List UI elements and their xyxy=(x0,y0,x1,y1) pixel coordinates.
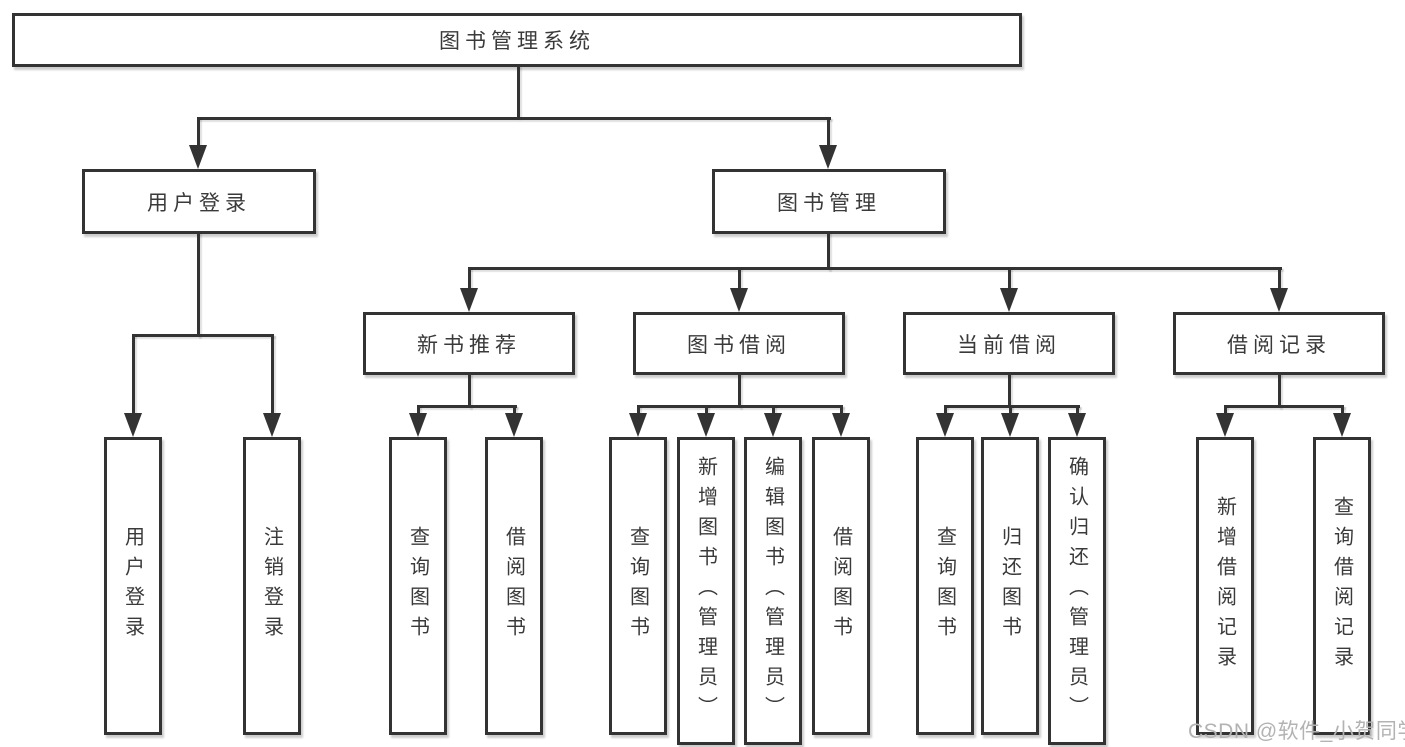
leaf-query-books-1: 查询图书 xyxy=(389,437,447,735)
connector-line xyxy=(1341,405,1344,415)
node-label: 归还图书 xyxy=(998,526,1021,646)
arrowhead xyxy=(832,413,850,437)
connector-line xyxy=(827,231,830,270)
arrowhead xyxy=(460,288,478,312)
connector-line xyxy=(944,405,947,415)
connector-line xyxy=(197,231,200,337)
arrowhead xyxy=(263,413,281,437)
node-user-login: 用户登录 xyxy=(82,169,316,234)
arrowhead xyxy=(189,145,207,169)
arrowhead xyxy=(1001,413,1019,437)
node-label: 用户登录 xyxy=(121,526,144,646)
watermark: CSDN @软件_小贺同学 xyxy=(1188,720,1405,743)
node-label: 确认归还（管理员） xyxy=(1065,456,1088,726)
arrowhead xyxy=(936,413,954,437)
node-label: 图书管理 xyxy=(777,191,881,215)
leaf-query-books-2: 查询图书 xyxy=(609,437,667,735)
connector-line xyxy=(827,117,830,147)
connector-line xyxy=(1076,405,1079,415)
node-label: 借阅图书 xyxy=(502,526,525,646)
node-label: 编辑图书（管理员） xyxy=(761,456,784,726)
connector-line xyxy=(1278,373,1281,408)
connector-line xyxy=(944,405,1080,408)
node-new-book-recommend: 新书推荐 xyxy=(363,312,575,375)
connector-line xyxy=(197,117,200,147)
connector-line xyxy=(738,373,741,408)
connector-line xyxy=(772,405,775,415)
connector-line xyxy=(738,267,741,291)
node-book-borrow: 图书借阅 xyxy=(633,312,845,375)
leaf-return-book: 归还图书 xyxy=(981,437,1039,735)
connector-line xyxy=(705,405,708,415)
node-borrow-record: 借阅记录 xyxy=(1173,312,1385,375)
node-label: 查询借阅记录 xyxy=(1330,496,1353,676)
connector-line xyxy=(637,405,843,408)
connector-line xyxy=(1224,405,1344,408)
arrowhead xyxy=(730,288,748,312)
connector-line xyxy=(1009,405,1012,415)
connector-line xyxy=(517,65,520,118)
node-label: 查询图书 xyxy=(406,526,429,646)
arrowhead xyxy=(1068,413,1086,437)
connector-line xyxy=(1008,267,1011,291)
node-label: 图书借阅 xyxy=(687,333,791,357)
arrowhead xyxy=(505,413,523,437)
connector-line xyxy=(1278,267,1281,291)
arrowhead xyxy=(1216,413,1234,437)
node-book-management: 图书管理 xyxy=(712,169,946,234)
connector-line xyxy=(513,405,516,415)
arrowhead xyxy=(819,145,837,169)
node-label: 查询图书 xyxy=(626,526,649,646)
leaf-confirm-return-admin: 确认归还（管理员） xyxy=(1048,437,1106,745)
connector-line xyxy=(417,405,420,415)
leaf-query-books-3: 查询图书 xyxy=(916,437,974,735)
connector-line xyxy=(468,267,1282,270)
arrowhead xyxy=(764,413,782,437)
connector-line xyxy=(417,405,517,408)
connector-line xyxy=(468,267,471,291)
node-root: 图书管理系统 xyxy=(12,13,1022,67)
arrowhead xyxy=(1333,413,1351,437)
arrowhead xyxy=(1270,288,1288,312)
connector-line xyxy=(1008,373,1011,408)
node-label: 查询图书 xyxy=(933,526,956,646)
node-label: 图书管理系统 xyxy=(439,30,595,53)
leaf-logout: 注销登录 xyxy=(243,437,301,735)
connector-line xyxy=(271,334,274,415)
connector-line xyxy=(132,334,274,337)
arrowhead xyxy=(124,413,142,437)
connector-line xyxy=(1224,405,1227,415)
leaf-edit-book-admin: 编辑图书（管理员） xyxy=(744,437,802,745)
connector-line xyxy=(132,334,135,415)
arrowhead xyxy=(409,413,427,437)
node-label: 新增图书（管理员） xyxy=(694,456,717,726)
node-label: 注销登录 xyxy=(260,526,283,646)
leaf-borrow-books-1: 借阅图书 xyxy=(485,437,543,735)
arrowhead xyxy=(629,413,647,437)
connector-line xyxy=(637,405,640,415)
leaf-add-book-admin: 新增图书（管理员） xyxy=(677,437,735,745)
node-label: 新书推荐 xyxy=(417,333,521,357)
connector-line xyxy=(197,117,831,120)
connector-line xyxy=(840,405,843,415)
connector-line xyxy=(468,373,471,408)
leaf-query-borrow-record: 查询借阅记录 xyxy=(1313,437,1371,735)
node-label: 新增借阅记录 xyxy=(1213,496,1236,676)
node-label: 借阅图书 xyxy=(829,526,852,646)
arrowhead xyxy=(1000,288,1018,312)
leaf-user-login: 用户登录 xyxy=(104,437,162,735)
node-label: 借阅记录 xyxy=(1227,333,1331,357)
arrowhead xyxy=(697,413,715,437)
node-label: 当前借阅 xyxy=(957,333,1061,357)
node-label: 用户登录 xyxy=(147,191,251,215)
leaf-borrow-books-2: 借阅图书 xyxy=(812,437,870,735)
leaf-add-borrow-record: 新增借阅记录 xyxy=(1196,437,1254,735)
node-current-borrow: 当前借阅 xyxy=(903,312,1115,375)
